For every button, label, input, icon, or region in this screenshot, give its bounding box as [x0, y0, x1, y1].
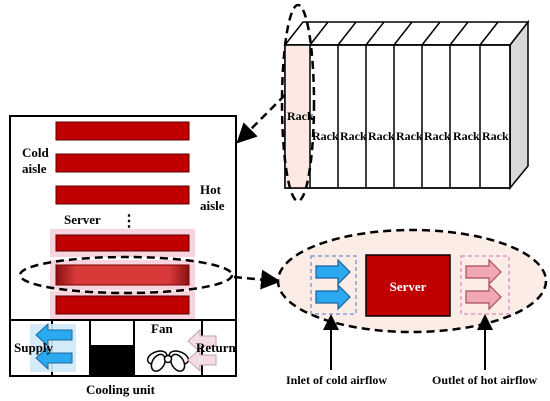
fan-label: Fan [151, 321, 173, 336]
server-detail-label: Server [390, 279, 427, 294]
server-detail: Server Inlet of cold airflow Outlet of h… [276, 228, 548, 387]
hot-airflow-arrow-icon [465, 283, 502, 311]
supply-arrow-icon [35, 322, 73, 348]
cooling-unit: Supply Fan Return Cooling unit [10, 319, 236, 397]
front-rack-label: Rack [287, 109, 314, 123]
cold-airflow-arrow-icon [315, 283, 351, 311]
cooling-coil-block [90, 345, 134, 376]
hot-aisle-label: aisle [200, 198, 225, 213]
rack-label: Rack [424, 129, 451, 143]
rack-array-top [283, 21, 530, 46]
server-row-highlighted [55, 264, 190, 286]
return-label: Return [196, 340, 236, 355]
rack-label: Rack [340, 129, 367, 143]
server-row [55, 153, 190, 173]
rack-zoom-connector [236, 94, 286, 144]
ellipsis-label: ⋮ [121, 213, 137, 230]
server-zoom-connector [233, 269, 281, 290]
outlet-label: Outlet of hot airflow [432, 373, 537, 387]
server-box [365, 254, 451, 317]
cooling-unit-caption: Cooling unit [86, 382, 156, 397]
rack-array: Rack Rack Rack Rack Rack Rack Rack Rack [280, 3, 530, 203]
server-row [55, 295, 190, 315]
rack-label: Rack [453, 129, 480, 143]
inlet-label: Inlet of cold airflow [286, 373, 387, 387]
rack-array-front [284, 44, 511, 189]
rack-zoom-ellipse [280, 3, 316, 203]
cold-airflow-arrow-icon [315, 258, 351, 286]
rack-label: Rack [312, 129, 339, 143]
supply-arrow-icon [35, 345, 73, 371]
return-arrow-icon [187, 347, 217, 373]
rack-array-side [509, 19, 529, 191]
return-arrow-icon [187, 328, 217, 354]
supply-label: Supply [14, 340, 54, 355]
front-rack-highlight [285, 45, 310, 188]
cold-aisle-label: Cold [22, 145, 50, 160]
inlet-box [310, 255, 357, 315]
rack-label: Rack [396, 129, 423, 143]
cold-aisle-label: aisle [22, 161, 47, 176]
server-row [55, 185, 190, 205]
server-zoom-ellipse [18, 255, 234, 295]
fan-icon [146, 350, 190, 372]
server-label: Server [64, 212, 101, 227]
hot-airflow-arrow-icon [465, 258, 502, 286]
server-row [55, 121, 190, 141]
hot-aisle-label: Hot [200, 182, 222, 197]
server-row [55, 234, 190, 252]
rack-label: Rack [368, 129, 395, 143]
rack-label: Rack [482, 129, 509, 143]
